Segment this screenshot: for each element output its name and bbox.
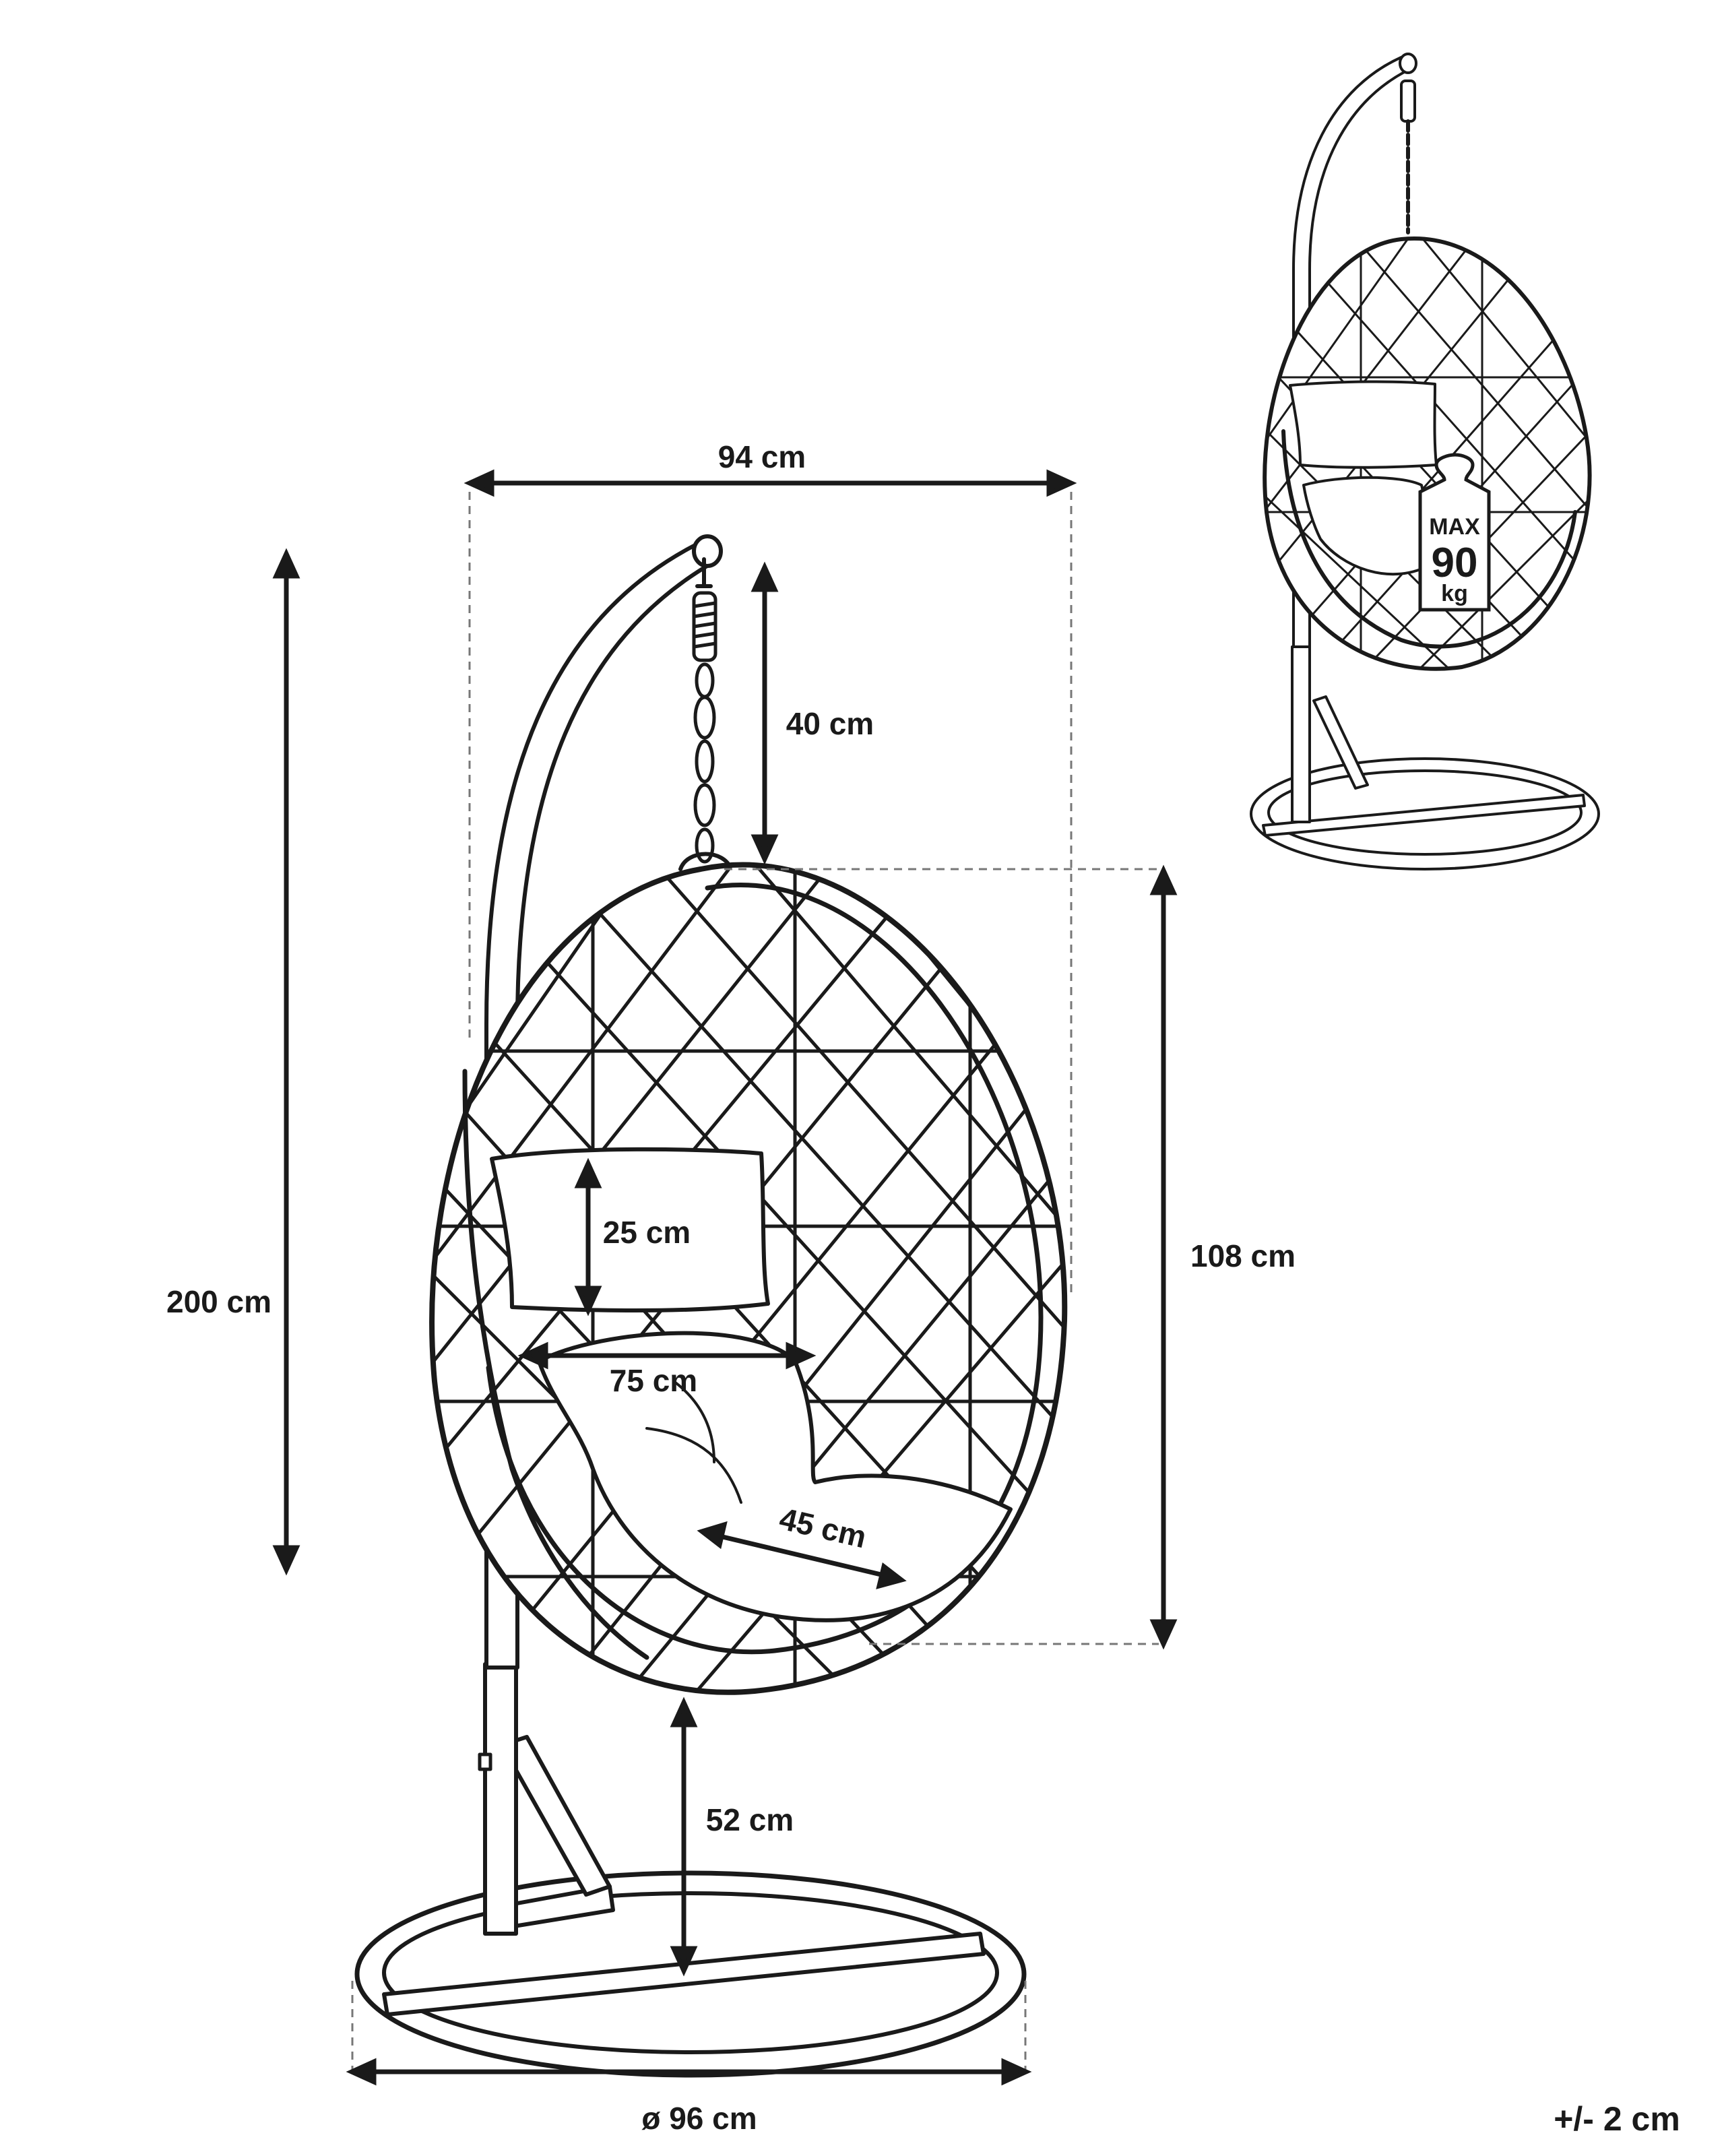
arrow-clearance	[670, 1697, 698, 1977]
arrow-seat-height	[1149, 864, 1178, 1650]
main-chair	[354, 534, 1068, 2078]
small-post-lower	[1291, 645, 1311, 823]
arrow-base-diameter	[346, 2058, 1032, 2086]
arrow-width-top	[464, 469, 1077, 497]
label-chain-length: 40 cm	[786, 706, 874, 741]
seat-cushion-seam	[645, 1380, 742, 1504]
small-strut	[1312, 695, 1369, 790]
small-chair	[1250, 53, 1600, 870]
small-cage-rim	[1281, 429, 1577, 649]
label-width-top: 94 cm	[718, 439, 806, 474]
max-load-badge: MAX 90 kg	[1418, 453, 1491, 612]
arrow-total-height	[272, 548, 300, 1576]
label-seat-height: 108 cm	[1190, 1238, 1296, 1273]
arc-end-cap	[692, 534, 723, 568]
hook	[695, 557, 713, 588]
cage-side-band	[462, 1069, 649, 1660]
small-end-cap	[1399, 53, 1417, 74]
spring	[692, 591, 717, 662]
back-pillow	[490, 1147, 770, 1312]
arrow-seat-width	[517, 1341, 817, 1370]
small-spring	[1400, 80, 1416, 123]
guide-lines	[351, 492, 1159, 2072]
arrow-chain-length	[751, 561, 779, 865]
arrow-cushion-height	[574, 1158, 602, 1317]
arrow-seat-depth	[697, 1521, 907, 1589]
small-pillow	[1289, 380, 1438, 469]
post-lower	[483, 1662, 518, 1936]
support-strut	[500, 1735, 612, 1897]
badge-unit: kg	[1441, 581, 1468, 606]
label-clearance: 52 cm	[706, 1802, 794, 1837]
chain	[693, 662, 716, 864]
seat-cushion	[537, 1331, 1013, 1622]
badge-max: MAX	[1429, 514, 1480, 540]
weight-icon	[1418, 453, 1491, 612]
post-pin	[478, 1752, 492, 1771]
label-base-diameter: ø 96 cm	[641, 2101, 757, 2136]
small-base-crossbar	[1262, 794, 1586, 837]
label-total-height: 200 cm	[166, 1284, 272, 1319]
dimension-arrows	[272, 469, 1178, 2086]
label-seat-width: 75 cm	[610, 1363, 697, 1398]
label-tolerance: +/- 2 cm	[1554, 2100, 1680, 2138]
label-cushion-height: 25 cm	[603, 1215, 691, 1250]
badge-value: 90	[1432, 540, 1478, 586]
